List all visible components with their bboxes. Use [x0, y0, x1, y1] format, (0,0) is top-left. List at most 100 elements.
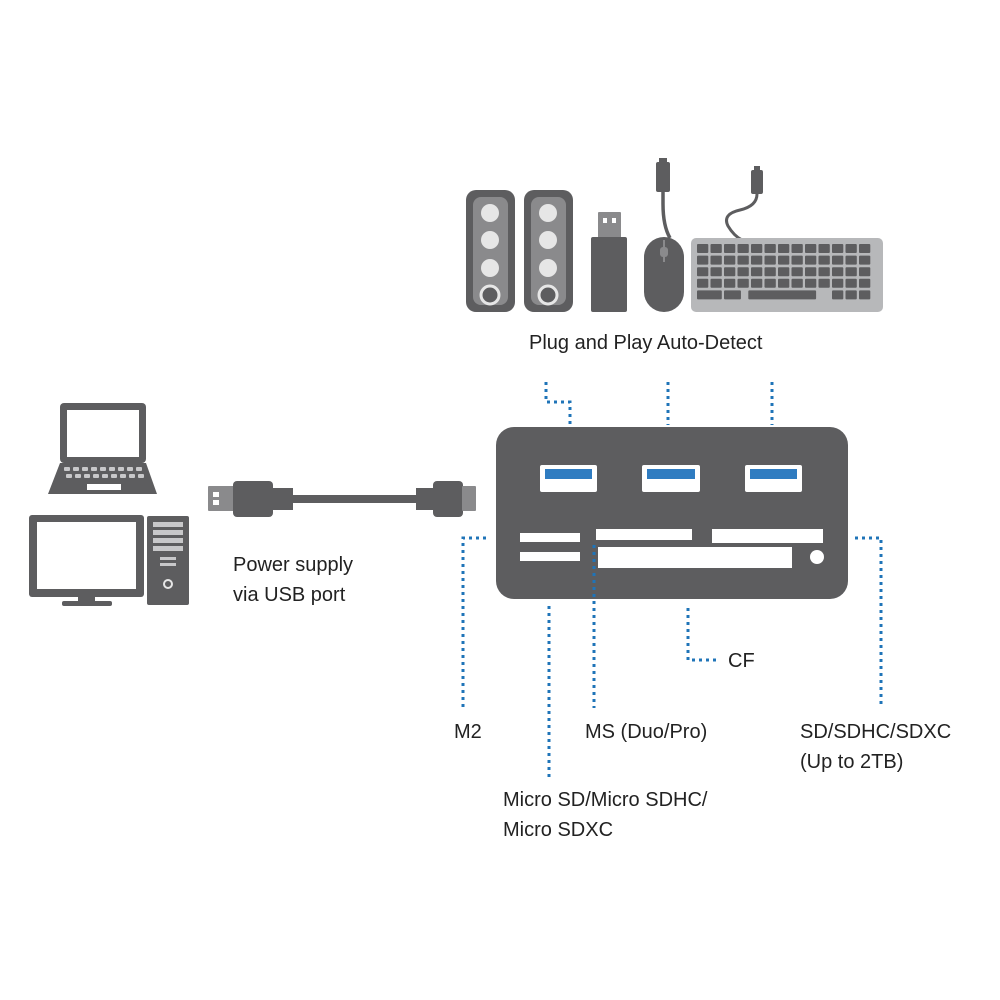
- keyboard-key: [764, 255, 776, 265]
- card-reader-hub-icon: [496, 427, 848, 599]
- laptop-key: [102, 474, 108, 478]
- keyboard-key: [778, 267, 790, 277]
- keyboard-key: [697, 255, 709, 265]
- cf-leader: [686, 608, 716, 662]
- laptop-key: [82, 467, 88, 471]
- power-supply-line-2: via USB port: [233, 584, 346, 606]
- sd-line-1: SD/SDHC/SDXC: [800, 721, 952, 743]
- micro-sd-line-1: Micro SD/Micro SDHC/: [503, 789, 708, 811]
- keyboard-key: [832, 278, 844, 288]
- sd-line-2: (Up to 2TB): [800, 751, 904, 773]
- laptop-key: [111, 474, 117, 478]
- keyboard-key: [764, 278, 776, 288]
- laptop-key: [84, 474, 90, 478]
- keyboard-key: [697, 290, 722, 300]
- keyboard-key: [737, 255, 749, 265]
- keyboard-spacebar: [748, 290, 817, 300]
- laptop-key: [136, 467, 142, 471]
- keyboard-key: [805, 267, 817, 277]
- laptop-key: [100, 467, 106, 471]
- keyboard-key: [724, 278, 736, 288]
- keyboard-key: [751, 267, 763, 277]
- keyboard-key: [710, 278, 722, 288]
- keyboard-icon: [691, 166, 883, 312]
- keyboard-key: [818, 244, 830, 253]
- keyboard-key: [805, 278, 817, 288]
- keyboard-key: [697, 244, 709, 253]
- keyboard-key: [859, 244, 871, 253]
- keyboard-key: [697, 267, 709, 277]
- laptop-icon: [48, 403, 157, 494]
- keyboard-key: [778, 278, 790, 288]
- desktop-monitor-icon: [29, 515, 144, 606]
- keyboard-key: [845, 267, 857, 277]
- sd-label: SD/SDHC/SDXC (Up to 2TB): [800, 717, 951, 777]
- keyboard-key: [832, 255, 844, 265]
- desktop-tower-icon: [147, 516, 189, 605]
- laptop-key: [75, 474, 81, 478]
- power-supply-label: Power supply via USB port: [233, 550, 353, 610]
- laptop-key: [64, 467, 70, 471]
- laptop-key: [129, 474, 135, 478]
- laptop-key: [109, 467, 115, 471]
- laptop-key: [66, 474, 72, 478]
- laptop-key: [93, 474, 99, 478]
- keyboard-key: [845, 290, 857, 300]
- speaker-icon: [524, 190, 573, 312]
- laptop-key: [138, 474, 144, 478]
- keyboard-key: [737, 244, 749, 253]
- keyboard-key: [859, 278, 871, 288]
- keyboard-key: [832, 290, 844, 300]
- keyboard-key: [845, 255, 857, 265]
- keyboard-key: [724, 244, 736, 253]
- cf-label: CF: [728, 650, 755, 672]
- laptop-key: [118, 467, 124, 471]
- keyboard-key: [832, 267, 844, 277]
- keyboard-key: [778, 255, 790, 265]
- laptop-key: [120, 474, 126, 478]
- keyboard-key: [710, 255, 722, 265]
- keyboard-key: [724, 267, 736, 277]
- keyboard-key: [710, 267, 722, 277]
- m2-leader: [461, 536, 486, 708]
- keyboard-key: [764, 244, 776, 253]
- micro-sd-line-2: Micro SDXC: [503, 819, 614, 841]
- micro-sd-label: Micro SD/Micro SDHC/ Micro SDXC: [503, 785, 707, 845]
- laptop-key: [73, 467, 79, 471]
- keyboard-key: [791, 255, 803, 265]
- keyboard-key: [832, 244, 844, 253]
- keyboard-key: [791, 244, 803, 253]
- keyboard-key: [791, 278, 803, 288]
- keyboard-key: [859, 255, 871, 265]
- usb-port-leader-1: [544, 382, 572, 425]
- keyboard-key: [859, 267, 871, 277]
- usb-cable-icon: [208, 481, 476, 517]
- keyboard-key: [845, 278, 857, 288]
- keyboard-key: [751, 244, 763, 253]
- keyboard-key: [697, 278, 709, 288]
- keyboard-key: [751, 255, 763, 265]
- keyboard-key: [805, 244, 817, 253]
- keyboard-key: [751, 278, 763, 288]
- sd-leader: [855, 536, 883, 708]
- keyboard-key: [724, 290, 741, 300]
- power-supply-line-1: Power supply: [233, 554, 354, 576]
- ms-label: MS (Duo/Pro): [585, 721, 708, 743]
- keyboard-key: [764, 267, 776, 277]
- keyboard-key: [737, 267, 749, 277]
- keyboard-key: [778, 244, 790, 253]
- keyboard-key: [791, 267, 803, 277]
- keyboard-key: [724, 255, 736, 265]
- laptop-key: [91, 467, 97, 471]
- keyboard-key: [818, 278, 830, 288]
- mouse-icon: [644, 158, 684, 312]
- m2-label: M2: [454, 721, 482, 743]
- plug-and-play-label: Plug and Play Auto-Detect: [529, 332, 763, 354]
- keyboard-key: [805, 255, 817, 265]
- keyboard-key: [818, 255, 830, 265]
- keyboard-key: [859, 290, 871, 300]
- usb-flash-drive-icon: [591, 212, 627, 312]
- keyboard-key: [710, 244, 722, 253]
